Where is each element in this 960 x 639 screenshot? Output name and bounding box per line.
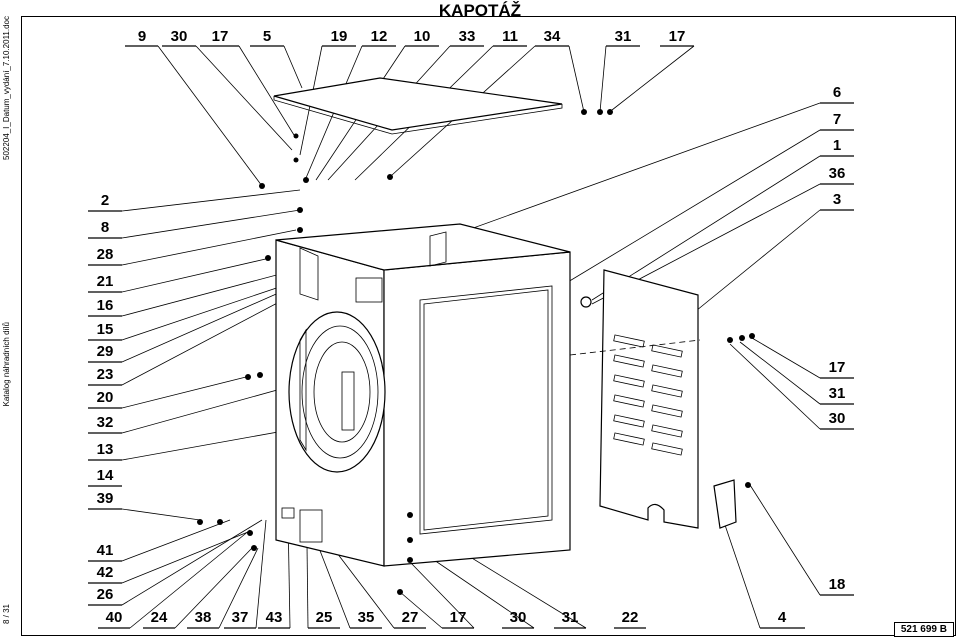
- left-label-underlines: [88, 210, 122, 606]
- callout-35: 35: [357, 609, 375, 626]
- right-label-underlines: [820, 102, 854, 596]
- callout-17-right: 17: [828, 359, 846, 376]
- callout-31-bottom: 31: [561, 609, 579, 626]
- callout-40: 40: [105, 609, 123, 626]
- callout-11: 11: [502, 28, 518, 45]
- callout-34: 34: [543, 28, 561, 45]
- callout-31-right: 31: [828, 385, 846, 402]
- callout-37: 37: [231, 609, 249, 626]
- callout-10: 10: [413, 28, 431, 45]
- callout-7: 7: [832, 111, 842, 128]
- callout-38: 38: [194, 609, 212, 626]
- callout-15: 15: [96, 321, 114, 338]
- callout-13: 13: [96, 441, 114, 458]
- callout-43: 43: [265, 609, 283, 626]
- document-code: 521 699 B: [893, 622, 954, 637]
- callout-39: 39: [96, 490, 114, 507]
- callout-27: 27: [401, 609, 419, 626]
- callout-31: 31: [614, 28, 632, 45]
- rear-panel: [569, 269, 701, 529]
- callout-12: 12: [370, 28, 388, 45]
- callout-30-bottom: 30: [509, 609, 527, 626]
- callout-36: 36: [828, 165, 846, 182]
- callout-28: 28: [96, 246, 114, 263]
- bracket-part: [713, 479, 737, 529]
- callout-6: 6: [832, 84, 842, 101]
- callout-4: 4: [777, 609, 787, 626]
- callout-21: 21: [96, 273, 114, 290]
- callout-17-bottom: 17: [449, 609, 467, 626]
- callout-5: 5: [262, 28, 272, 45]
- callout-32: 32: [96, 414, 114, 431]
- callout-8: 8: [100, 219, 110, 236]
- callout-24: 24: [150, 609, 168, 626]
- callout-19: 19: [330, 28, 348, 45]
- vent-slots: [613, 334, 683, 456]
- callout-23: 23: [96, 366, 114, 383]
- callout-29: 29: [96, 343, 114, 360]
- callout-17b: 17: [668, 28, 686, 45]
- screws: [197, 109, 755, 595]
- callout-2: 2: [100, 192, 110, 209]
- callout-30: 30: [170, 28, 188, 45]
- callout-41: 41: [96, 542, 114, 559]
- callout-17: 17: [211, 28, 229, 45]
- callout-22: 22: [621, 609, 639, 626]
- callout-9: 9: [137, 28, 147, 45]
- callout-14: 14: [96, 467, 114, 484]
- diagram-title: KAPOTÁŽ: [438, 1, 522, 20]
- callout-16: 16: [96, 297, 114, 314]
- callout-30-right: 30: [828, 410, 846, 427]
- callout-33: 33: [458, 28, 476, 45]
- callout-3: 3: [832, 191, 842, 208]
- drawing-frame: [21, 16, 956, 636]
- callout-25: 25: [315, 609, 333, 626]
- callout-20: 20: [96, 389, 114, 406]
- callout-26: 26: [96, 586, 114, 603]
- top-panel: [273, 77, 563, 135]
- cabinet: [275, 223, 571, 567]
- callout-1: 1: [832, 137, 842, 154]
- callout-42: 42: [96, 564, 114, 581]
- callout-18: 18: [828, 576, 846, 593]
